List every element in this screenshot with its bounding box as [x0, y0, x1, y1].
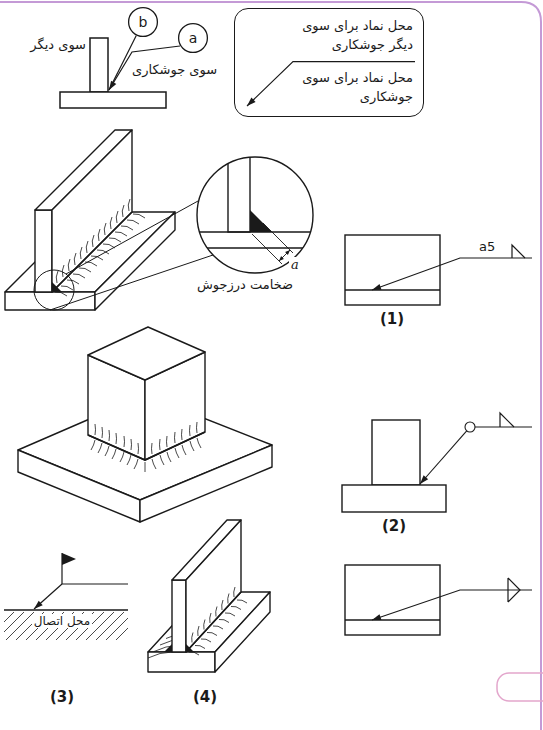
weld-line: [52, 212, 132, 292]
upright-front: [172, 580, 186, 652]
reference-line: [475, 426, 532, 427]
annotation-label: سوی دیگر: [30, 37, 86, 53]
weld-line: [186, 592, 241, 652]
arrow-and-reference-line: [372, 258, 532, 290]
fillet-section: [164, 644, 172, 652]
throat-dimension: [252, 223, 293, 264]
extension-line: [263, 223, 293, 253]
upright-side: [52, 130, 132, 292]
part-outline: [342, 485, 446, 512]
arrow-line: [420, 431, 467, 484]
note-text: محل نماد برای سوی دیگر جوشکاری: [289, 17, 413, 55]
double-fillet-symbol: [508, 578, 520, 602]
arrowhead: [285, 250, 290, 255]
arrowhead: [279, 256, 284, 261]
ripple-strokes: [189, 600, 247, 655]
note-box: محل نماد برای سوی دیگر جوشکاری محل نماد ب…: [234, 8, 424, 117]
t-joint-3d: [5, 130, 175, 310]
all-around-circle: [465, 422, 475, 432]
ground-line: [4, 609, 128, 610]
part-outline: [372, 420, 420, 485]
plate-side: [140, 445, 272, 522]
annotation-label: سوی جوشکاری: [132, 62, 217, 78]
weld-ripples: [186, 587, 247, 655]
detail-callout: [34, 201, 213, 310]
weld-line: [88, 432, 205, 460]
arrow-line: [34, 584, 62, 609]
site-weld-symbol: [0, 553, 144, 640]
arrowhead: [109, 81, 116, 90]
note-text: محل نماد برای سوی جوشکاری: [299, 69, 413, 107]
arrowhead: [420, 475, 428, 484]
fillet-section: [52, 282, 62, 292]
arrowhead: [34, 601, 43, 609]
block-on-plate-3d: [18, 327, 272, 522]
magnifier-circle: [197, 157, 313, 273]
ripple-strokes: [95, 422, 197, 454]
figure-number: (3): [50, 688, 74, 706]
upright-plate: [90, 38, 108, 92]
reference-line: [62, 583, 128, 584]
symbol-view-1: [345, 235, 532, 305]
weld-all-around-symbol: [420, 413, 532, 484]
base-front: [148, 652, 215, 672]
annotation-label: ضخامت درزجوش: [195, 277, 295, 293]
upright-front: [35, 210, 52, 292]
upright-section: [228, 140, 250, 232]
annotation-label: محل اتصال: [32, 614, 93, 628]
callout-circle: a: [178, 23, 208, 53]
corner-tab: [497, 673, 543, 701]
symbol-view-4: [345, 565, 532, 635]
circle-shape: [129, 8, 158, 37]
block-top: [88, 327, 205, 380]
flag: [62, 553, 76, 565]
fillet-symbol: [500, 413, 514, 427]
plate-front: [18, 450, 140, 522]
circle-shape: [179, 24, 208, 53]
extension-line: [252, 234, 282, 264]
ripple-strokes: [56, 199, 130, 283]
joint-line: [345, 289, 440, 290]
hatching: [4, 612, 128, 640]
figure-number: (1): [380, 310, 404, 328]
fillet-symbol: [512, 245, 525, 258]
callout-letter: a: [189, 31, 198, 45]
upright-3d: [172, 520, 241, 652]
callout-circle: b: [128, 7, 158, 37]
arrowhead: [372, 614, 382, 620]
base-front: [5, 292, 95, 310]
weld-ripples: [88, 422, 205, 472]
upright-side: [186, 520, 241, 652]
joint-line: [345, 619, 440, 620]
part-outline: [345, 565, 440, 635]
reference-line: [247, 62, 415, 106]
arrowhead: [247, 98, 256, 106]
weld-ripples: [52, 199, 145, 296]
detail-leader: [50, 255, 213, 310]
figure-number: (2): [382, 517, 406, 535]
figure-number: (4): [193, 688, 217, 706]
arrowhead: [372, 284, 382, 290]
dimension-label: a: [289, 257, 301, 273]
annotation-label: a5: [479, 239, 495, 255]
symbol-view-2: [342, 420, 446, 512]
fillet-section: [186, 644, 194, 652]
callout-letter: b: [139, 15, 148, 29]
detail-leader: [66, 201, 198, 274]
ripple-strokes: [192, 587, 235, 643]
base-plate: [60, 92, 166, 108]
